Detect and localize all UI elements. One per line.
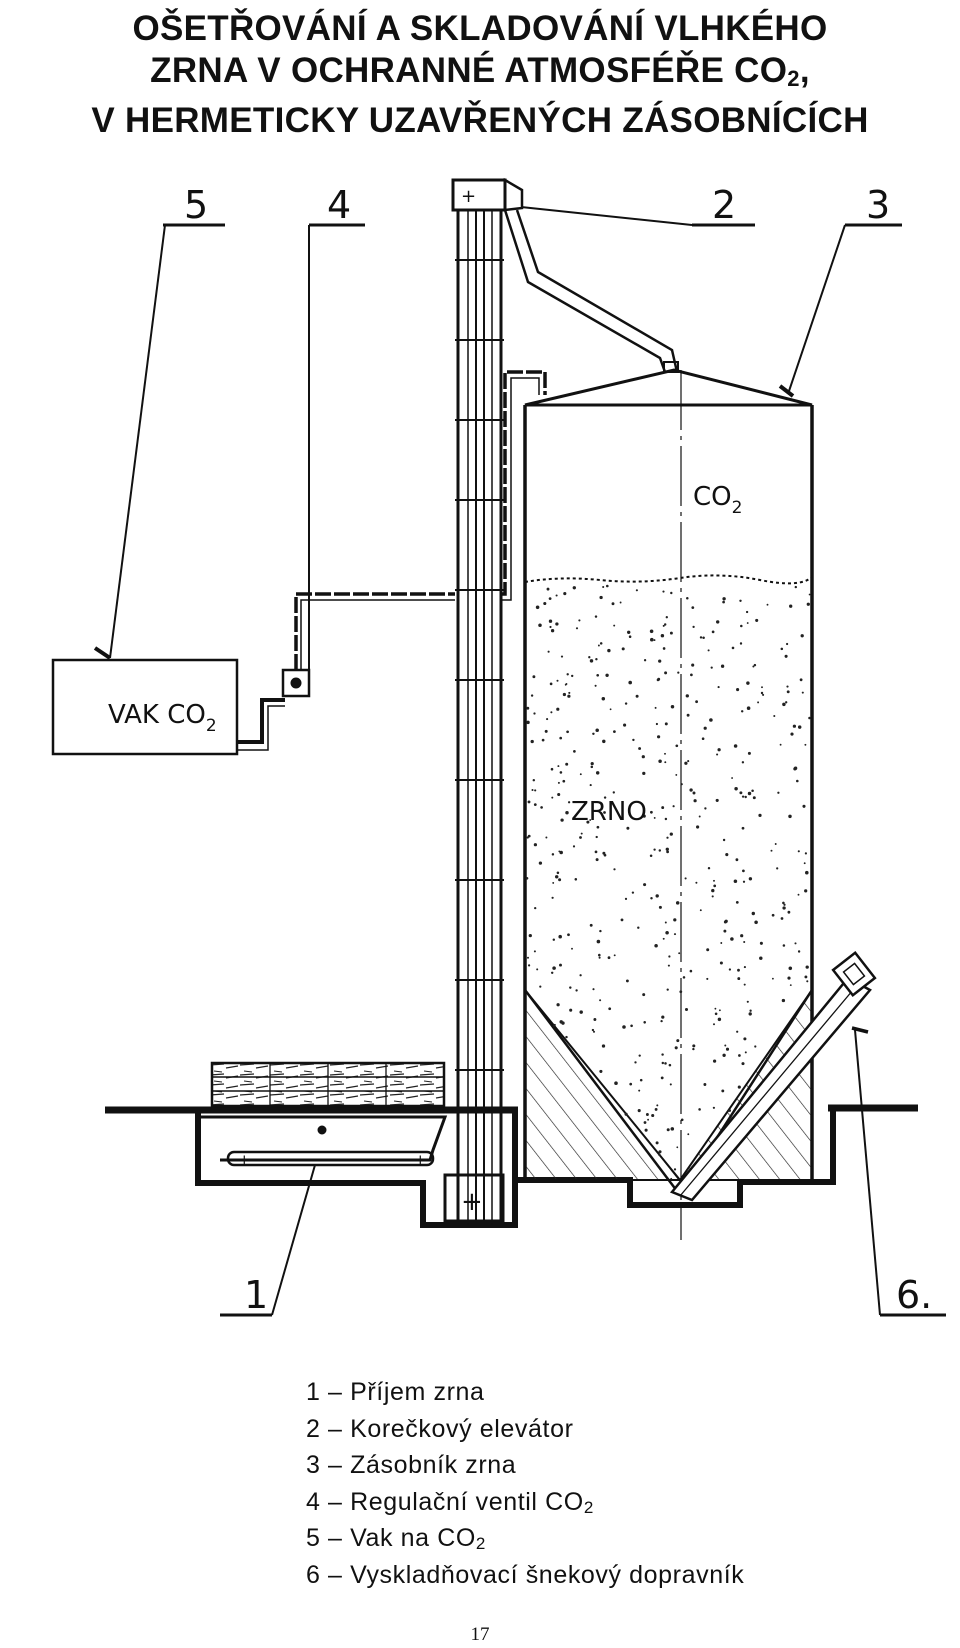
callout-5: 5 [184, 183, 208, 227]
callout-3: 3 [866, 183, 890, 227]
legend-item-1: 1 – Příjem zrna [306, 1378, 485, 1406]
callout-4: 4 [327, 183, 351, 227]
screw-conveyor [669, 951, 877, 1202]
callout-2: 2 [712, 183, 736, 227]
grain-intake: + + [200, 1061, 448, 1169]
page-title: OŠETŘOVÁNÍ A SKLADOVÁNÍ VLHKÉHO ZRNA V O… [0, 8, 960, 142]
co2-system [51, 370, 547, 756]
svg-text:+: + [461, 186, 476, 207]
co2-bag-label: VAK CO2 [108, 700, 217, 736]
svg-text:+: + [414, 1151, 427, 1169]
legend-item-2: 2 – Korečkový elevátor [306, 1414, 574, 1443]
legend-item-5: 5 – Vak na CO2 [306, 1524, 486, 1553]
legend-item-4: 4 – Regulační ventil CO2 [306, 1487, 594, 1517]
title-line-3: V HERMETICKY UZAVŘENÝCH ZÁSOBNÍCÍCH [91, 101, 869, 140]
callout-numbers: 1 2 3 4 5 6. [184, 183, 932, 1317]
ground [105, 1104, 918, 1228]
title-line-1: OŠETŘOVÁNÍ A SKLADOVÁNÍ VLHKÉHO [132, 9, 828, 48]
page-number: 17 [470, 1624, 490, 1645]
callout-leaders [109, 206, 946, 1317]
co2-label: CO2 [693, 482, 742, 518]
legend-item-6: 6 – Vyskladňovací šnekový dopravník [306, 1560, 745, 1589]
grain-label: ZRNO [571, 797, 647, 827]
silo [523, 361, 814, 1240]
legend-item-3: 3 – Zásobník zrna [306, 1451, 517, 1479]
callout-6: 6. [896, 1273, 932, 1317]
title-line-2: ZRNA V OCHRANNÉ ATMOSFÉŘE CO2, [150, 51, 810, 91]
bucket-elevator: + + [443, 177, 679, 1225]
svg-text:+: + [461, 1187, 483, 1217]
legend: 1 – Příjem zrna 2 – Korečkový elevátor 3… [306, 1377, 744, 1596]
diagram-labels: CO2 ZRNO VAK CO2 [108, 482, 742, 827]
svg-text:+: + [238, 1151, 251, 1169]
callout-1: 1 [244, 1273, 268, 1317]
